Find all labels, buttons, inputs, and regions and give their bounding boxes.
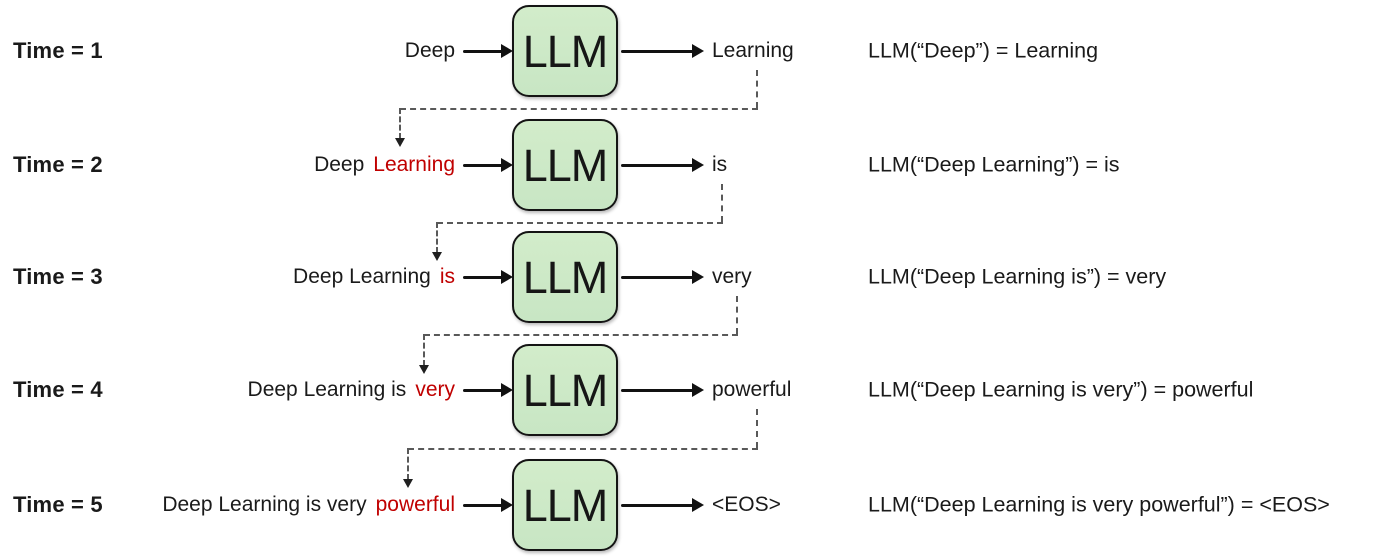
connector-segment-target	[423, 334, 425, 366]
llm-box: LLM	[512, 344, 618, 436]
input-text: Deep Learning is very	[248, 378, 455, 402]
arrow-head-icon	[501, 44, 513, 58]
connector-arrowhead-icon	[432, 252, 442, 261]
arrow-head-icon	[692, 158, 704, 172]
input-new-token: is	[439, 265, 455, 288]
arrow-line	[463, 49, 504, 53]
llm-box: LLM	[512, 5, 618, 97]
connector-segment-target	[436, 222, 438, 253]
arrow-head-icon	[501, 158, 513, 172]
arrow-line	[463, 163, 504, 167]
input-new-token: Learning	[373, 153, 455, 176]
connector-arrowhead-icon	[419, 365, 429, 374]
output-word: <EOS>	[712, 493, 781, 516]
input-new-token: very	[415, 378, 455, 401]
input-arrow-icon	[463, 382, 513, 398]
output-arrow-icon	[621, 157, 704, 173]
llm-box-label: LLM	[522, 479, 609, 531]
llm-box-label: LLM	[522, 25, 609, 77]
timestep-row-4: Time = 4 Deep Learning is very LLM powerf…	[0, 340, 1400, 440]
equation: LLM(“Deep”) = Learning	[868, 38, 1099, 63]
timestep-row-5: Time = 5 Deep Learning is very powerful L…	[0, 455, 1400, 555]
arrow-line	[463, 275, 504, 279]
input-arrow-icon	[463, 497, 513, 513]
equation: LLM(“Deep Learning is”) = very	[868, 264, 1167, 289]
arrow-line	[463, 503, 504, 507]
connector-segment-source	[721, 184, 723, 222]
input-arrow-icon	[463, 269, 513, 285]
llm-box-label: LLM	[522, 251, 609, 303]
equation: LLM(“Deep Learning”) = is	[868, 152, 1120, 177]
connector-segment-horizontal	[408, 448, 758, 450]
time-label: Time = 4	[13, 377, 103, 402]
connector-segment-target	[407, 448, 409, 480]
time-label: Time = 2	[13, 152, 103, 177]
input-text: Deep Learning is	[293, 265, 455, 289]
output-word: Learning	[712, 39, 794, 62]
arrow-line	[621, 503, 695, 507]
output-arrow-icon	[621, 382, 704, 398]
input-prefix: Deep Learning is	[247, 378, 407, 401]
connector-segment-horizontal	[437, 222, 723, 224]
output-arrow-icon	[621, 43, 704, 59]
arrow-head-icon	[501, 498, 513, 512]
arrow-head-icon	[692, 44, 704, 58]
input-prefix: Deep	[314, 153, 365, 176]
arrow-line	[621, 49, 695, 53]
llm-box-label: LLM	[522, 139, 609, 191]
connector-arrowhead-icon	[395, 138, 405, 147]
connector-segment-source	[756, 409, 758, 448]
arrow-line	[463, 388, 504, 392]
arrow-head-icon	[501, 383, 513, 397]
input-prefix: Deep Learning is very	[162, 493, 367, 516]
connector-arrowhead-icon	[403, 479, 413, 488]
time-label: Time = 5	[13, 492, 103, 517]
connector-segment-horizontal	[424, 334, 738, 336]
arrow-line	[621, 275, 695, 279]
output-arrow-icon	[621, 497, 704, 513]
equation: LLM(“Deep Learning is very”) = powerful	[868, 377, 1254, 402]
llm-box-label: LLM	[522, 364, 609, 416]
llm-box: LLM	[512, 231, 618, 323]
timestep-row-2: Time = 2 Deep Learning LLM is LLM(“Deep L…	[0, 115, 1400, 215]
connector-segment-horizontal	[400, 108, 758, 110]
time-label: Time = 3	[13, 264, 103, 289]
llm-box: LLM	[512, 119, 618, 211]
input-arrow-icon	[463, 43, 513, 59]
llm-box: LLM	[512, 459, 618, 551]
input-text: Deep Learning is very powerful	[162, 493, 455, 517]
arrow-head-icon	[692, 498, 704, 512]
input-text: Deep Learning	[314, 153, 455, 177]
arrow-head-icon	[692, 270, 704, 284]
output-word: very	[712, 265, 752, 288]
arrow-head-icon	[692, 383, 704, 397]
input-text: Deep	[405, 39, 455, 63]
connector-segment-source	[756, 70, 758, 108]
input-arrow-icon	[463, 157, 513, 173]
output-word: is	[712, 153, 728, 176]
input-prefix: Deep Learning	[293, 265, 431, 288]
arrow-line	[621, 163, 695, 167]
output-word: powerful	[712, 378, 792, 401]
input-new-token: powerful	[375, 493, 455, 516]
timestep-row-1: Time = 1 Deep LLM Learning LLM(“Deep”) =…	[0, 1, 1400, 101]
connector-segment-source	[736, 296, 738, 334]
equation: LLM(“Deep Learning is very powerful”) = …	[868, 492, 1330, 517]
output-arrow-icon	[621, 269, 704, 285]
timestep-row-3: Time = 3 Deep Learning is LLM very LLM(“D…	[0, 227, 1400, 327]
arrow-head-icon	[501, 270, 513, 284]
time-label: Time = 1	[13, 38, 103, 63]
input-prefix: Deep	[404, 39, 455, 62]
connector-segment-target	[399, 108, 401, 139]
arrow-line	[621, 388, 695, 392]
